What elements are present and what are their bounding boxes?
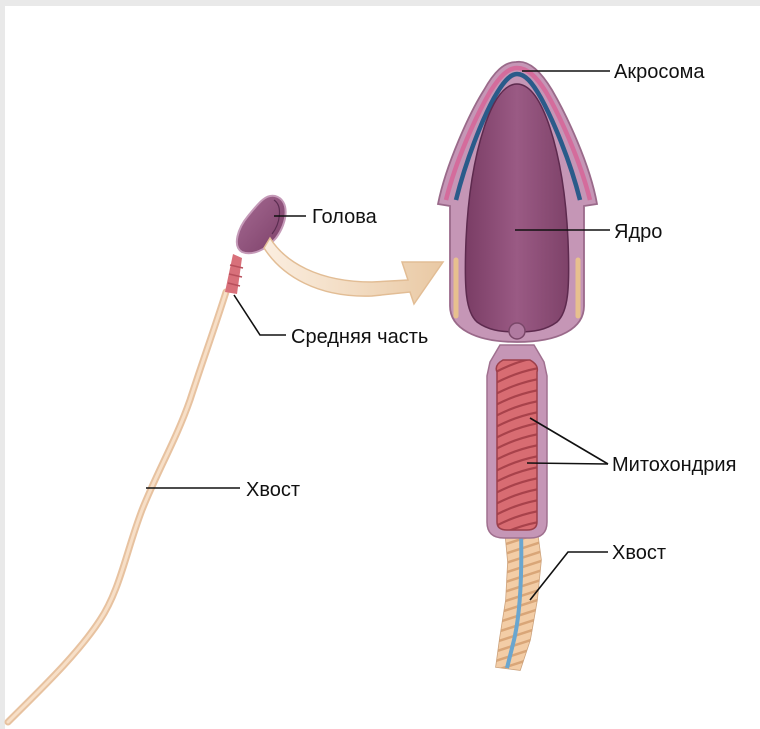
label-mitochondria: Митохондрия [612,454,736,476]
label-tail-right: Хвост [612,542,666,564]
small-sperm-tail [8,292,226,722]
small-sperm-midpiece [225,254,242,294]
label-tail-left: Хвост [246,479,300,501]
leader-tail-right [530,552,608,600]
leader-mito-2 [527,463,608,464]
zoom-arrow [264,238,443,304]
small-sperm [8,196,286,722]
label-head: Голова [312,206,378,228]
centriole [509,323,525,339]
label-midpiece: Средняя часть [291,326,428,348]
large-sperm-tail [480,525,560,685]
label-nucleus: Ядро [614,221,662,243]
label-acrosome: Акросома [614,61,705,83]
large-sperm [438,62,597,685]
leader-midpiece [234,295,286,335]
